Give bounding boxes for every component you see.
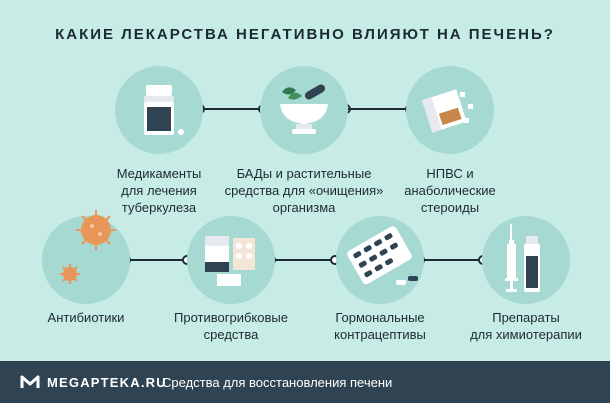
tablet-box-icon <box>205 236 255 286</box>
circle-nsaids-steroids <box>406 66 494 154</box>
pill-box-icon <box>421 89 473 133</box>
circle-supplements <box>260 66 348 154</box>
circle-contraceptives <box>336 216 424 304</box>
circle-antibiotics <box>42 210 130 304</box>
pill-bottle-icon <box>144 85 184 135</box>
pill-blister-icon <box>347 226 418 285</box>
label-tuberculosis-drugs: Медикаменты для лечения туберкулеза <box>116 166 202 215</box>
circle-chemotherapy <box>482 216 570 304</box>
circle-tuberculosis-drugs <box>115 66 203 154</box>
mortar-herbs-icon <box>280 84 328 134</box>
connector-line <box>126 259 510 261</box>
label-nsaids-steroids: НПВС и анаболические стероиды <box>404 166 496 215</box>
label-supplements: БАДы и растительные средства для «очищен… <box>224 166 384 215</box>
footer-bar: MEGAPTEKA.RU Средства для восстановления… <box>0 361 610 403</box>
brand-name[interactable]: MEGAPTEKA.RU <box>47 375 167 390</box>
label-chemotherapy: Препараты для химиотерапии <box>470 310 582 342</box>
syringe-vial-icon <box>505 224 540 292</box>
virus-icon <box>60 210 116 284</box>
label-antibiotics: Антибиотики <box>47 310 125 325</box>
page-title: КАКИЕ ЛЕКАРСТВА НЕГАТИВНО ВЛИЯЮТ НА ПЕЧЕ… <box>55 26 555 43</box>
label-antifungal: Противогрибковые средства <box>174 310 288 342</box>
megapteka-logo-icon[interactable] <box>20 374 40 390</box>
connector-line <box>346 108 412 110</box>
label-contraceptives: Гормональные контрацептивы <box>334 310 426 342</box>
circle-antifungal <box>187 216 275 304</box>
footer-tagline: Средства для восстановления печени <box>162 375 393 390</box>
